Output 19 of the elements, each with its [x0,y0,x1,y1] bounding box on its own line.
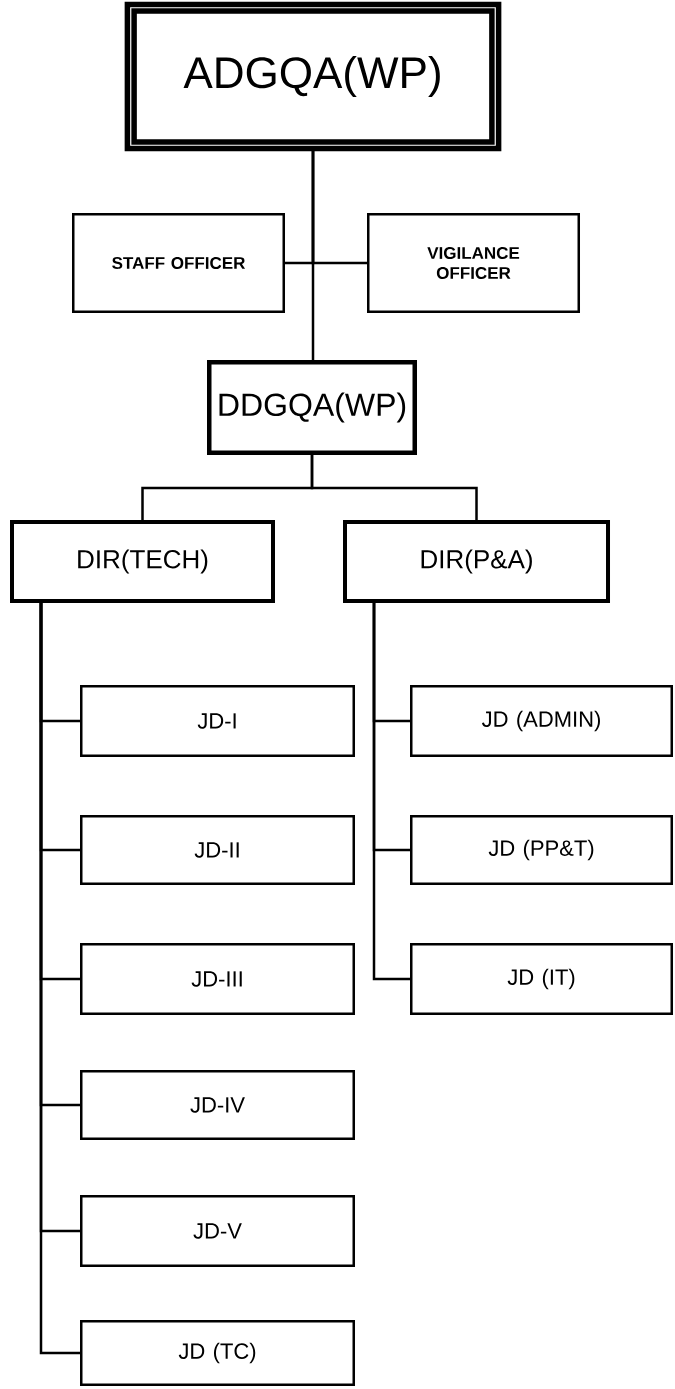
org-box: JD (TC) [80,1320,355,1386]
connector-line [310,455,478,520]
connector-line [372,603,410,981]
org-box: JD-V [80,1195,355,1267]
org-box: DIR(P&A) [343,520,610,603]
org-box: JD-II [80,815,355,885]
org-box: DDGQA(WP) [207,360,417,455]
org-box: JD-IV [80,1070,355,1140]
org-box: DIR(TECH) [10,520,275,603]
org-box: JD (IT) [410,943,673,1015]
org-box: JD (ADMIN) [410,685,673,757]
org-box: JD-III [80,943,355,1015]
org-box: STAFF OFFICER [72,213,285,313]
org-box: JD (PP&T) [410,815,673,885]
org-box: VIGILANCE OFFICER [367,213,580,313]
org-box: ADGQA(WP) [124,1,502,152]
connector-line [310,148,315,362]
org-box: JD-I [80,685,355,757]
connector-line [39,603,80,1355]
